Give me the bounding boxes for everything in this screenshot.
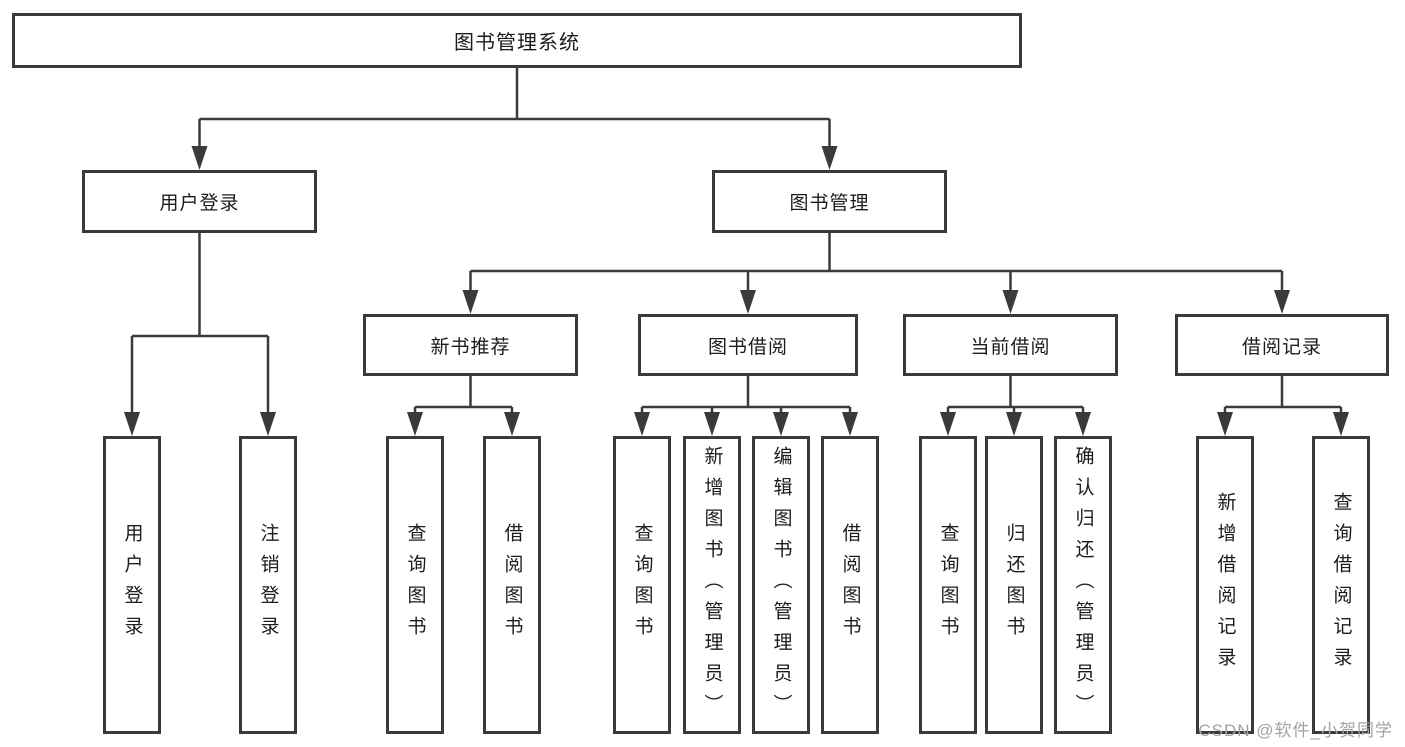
node-bb-edit-book-admin: 编辑图书（管理员） [752,436,810,734]
node-new-book-recommendation: 新书推荐 [363,314,578,376]
node-br-query-record: 查询借阅记录 [1312,436,1370,734]
node-label: 查询图书 [404,523,426,647]
node-label: 图书借阅 [707,336,788,358]
node-leaf-logout: 注销登录 [239,436,297,734]
node-label: 借阅图书 [839,523,861,647]
node-label: 查询图书 [631,523,653,647]
node-label: 借阅记录 [1241,336,1322,358]
node-label: 查询图书 [937,523,959,647]
node-bb-borrow-book: 借阅图书 [821,436,879,734]
node-book-management: 图书管理 [712,170,947,233]
node-label: 新书推荐 [430,336,511,358]
node-leaf-user-login: 用户登录 [103,436,161,734]
node-label: 编辑图书（管理员） [770,445,792,725]
node-label: 归还图书 [1003,523,1025,647]
node-label: 借阅图书 [501,523,523,647]
node-current-borrowing: 当前借阅 [903,314,1118,376]
node-library-management-system: 图书管理系统 [12,13,1022,68]
node-label: 新增图书（管理员） [701,445,723,725]
node-bb-add-book-admin: 新增图书（管理员） [683,436,741,734]
node-label: 图书管理 [789,193,870,214]
arrowheads [124,146,1349,436]
node-label: 当前借阅 [970,336,1051,358]
node-label: 图书管理系统 [454,32,580,54]
node-cb-return-book: 归还图书 [985,436,1043,734]
node-book-borrowing: 图书借阅 [638,314,858,376]
node-nbr-borrow-book: 借阅图书 [483,436,541,734]
node-label: 用户登录 [159,193,240,214]
node-nbr-query-book: 查询图书 [386,436,444,734]
node-label: 确认归还（管理员） [1072,445,1094,725]
node-br-add-record: 新增借阅记录 [1196,436,1254,734]
node-borrowing-records: 借阅记录 [1175,314,1389,376]
node-cb-confirm-return-admin: 确认归还（管理员） [1054,436,1112,734]
node-label: 用户登录 [121,523,143,647]
node-bb-query-book: 查询图书 [613,436,671,734]
node-user-login: 用户登录 [82,170,317,233]
node-label: 注销登录 [257,523,279,647]
node-label: 查询借阅记录 [1330,492,1352,678]
node-cb-query-book: 查询图书 [919,436,977,734]
node-label: 新增借阅记录 [1214,492,1236,678]
csdn-watermark: CSDN @软件_小贺同学 [1198,721,1393,740]
